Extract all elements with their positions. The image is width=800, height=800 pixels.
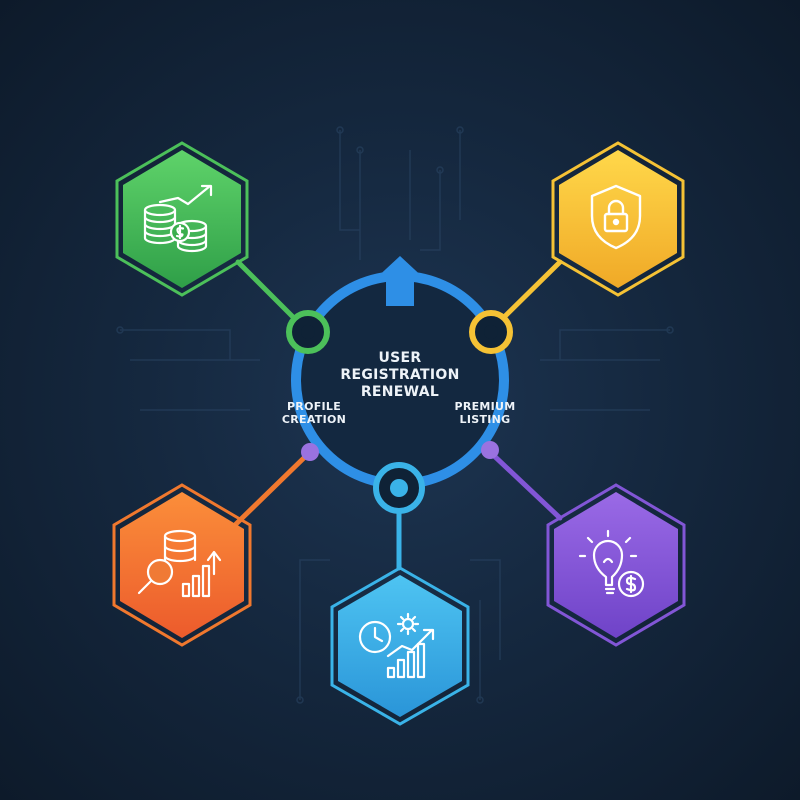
lightbulb-dollar-icon [578,529,645,598]
clock-gear-chart-icon [358,612,435,679]
node-yellow-joint [469,310,513,354]
premium-listing-label: PREMIUM LISTING [440,400,530,427]
data-search-icon [137,529,222,598]
hub-title-line3: RENEWAL [360,384,440,401]
profile-creation-label: PROFILE CREATION [262,400,366,427]
hex-green [115,141,249,297]
shield-lock-icon [590,184,642,250]
right-label-line1: PREMIUM [454,400,516,413]
node-purple-joint [481,441,499,459]
hex-yellow [551,141,685,297]
node-green-joint [286,310,330,354]
connector-orange [233,449,313,527]
coins-growth-icon [143,184,213,253]
right-label-line2: LISTING [459,413,511,427]
hex-orange [112,483,252,647]
left-label-line2: CREATION [281,413,347,427]
hub-title-line1: USER [378,350,422,366]
connector-purple [487,449,563,521]
hub-title: USER REGISTRATION RENEWAL [320,350,480,401]
hub-title-line2: REGISTRATION [340,367,460,384]
node-orange-joint [301,443,319,461]
left-label-line1: PROFILE [286,400,342,413]
hex-purple [546,483,686,647]
hex-blue [330,566,470,726]
up-arrow-icon [372,256,428,306]
node-blue-joint [373,462,425,514]
circuit-traces [116,126,674,704]
